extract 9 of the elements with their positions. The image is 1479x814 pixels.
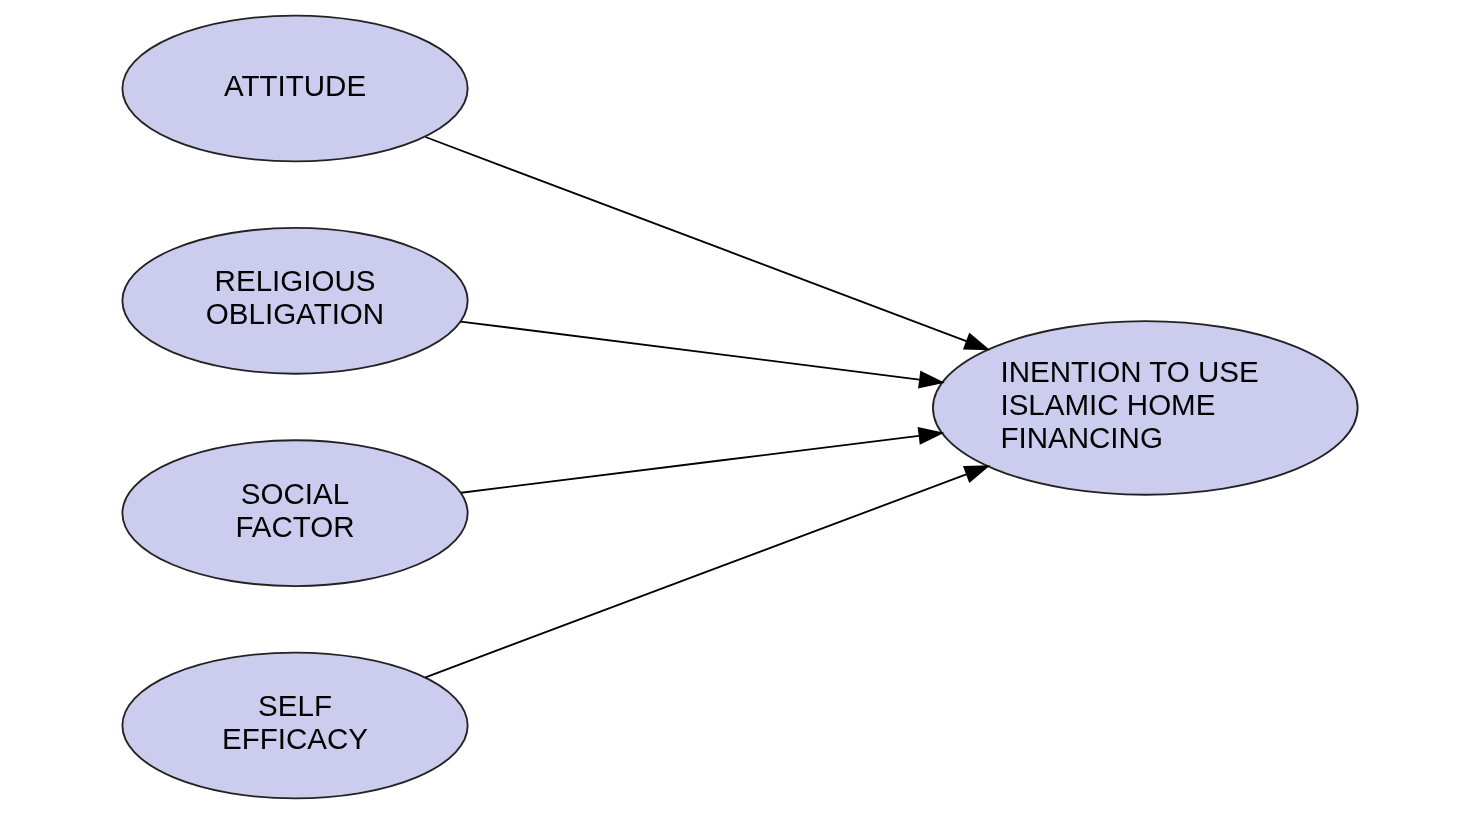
arrow — [459, 426, 944, 494]
arrow — [459, 320, 945, 389]
node-ellipse: SELF EFFICACY — [120, 651, 469, 800]
arrow — [424, 465, 990, 679]
node-ellipse: SOCIAL FACTOR — [120, 439, 469, 588]
node-ellipse: ATTITUDE — [120, 14, 469, 163]
node-ellipse: INENTION TO USE ISLAMIC HOME FINANCING — [931, 320, 1359, 496]
node-ellipse: RELIGIOUS OBLIGATION — [120, 226, 469, 375]
arrow — [424, 136, 990, 351]
